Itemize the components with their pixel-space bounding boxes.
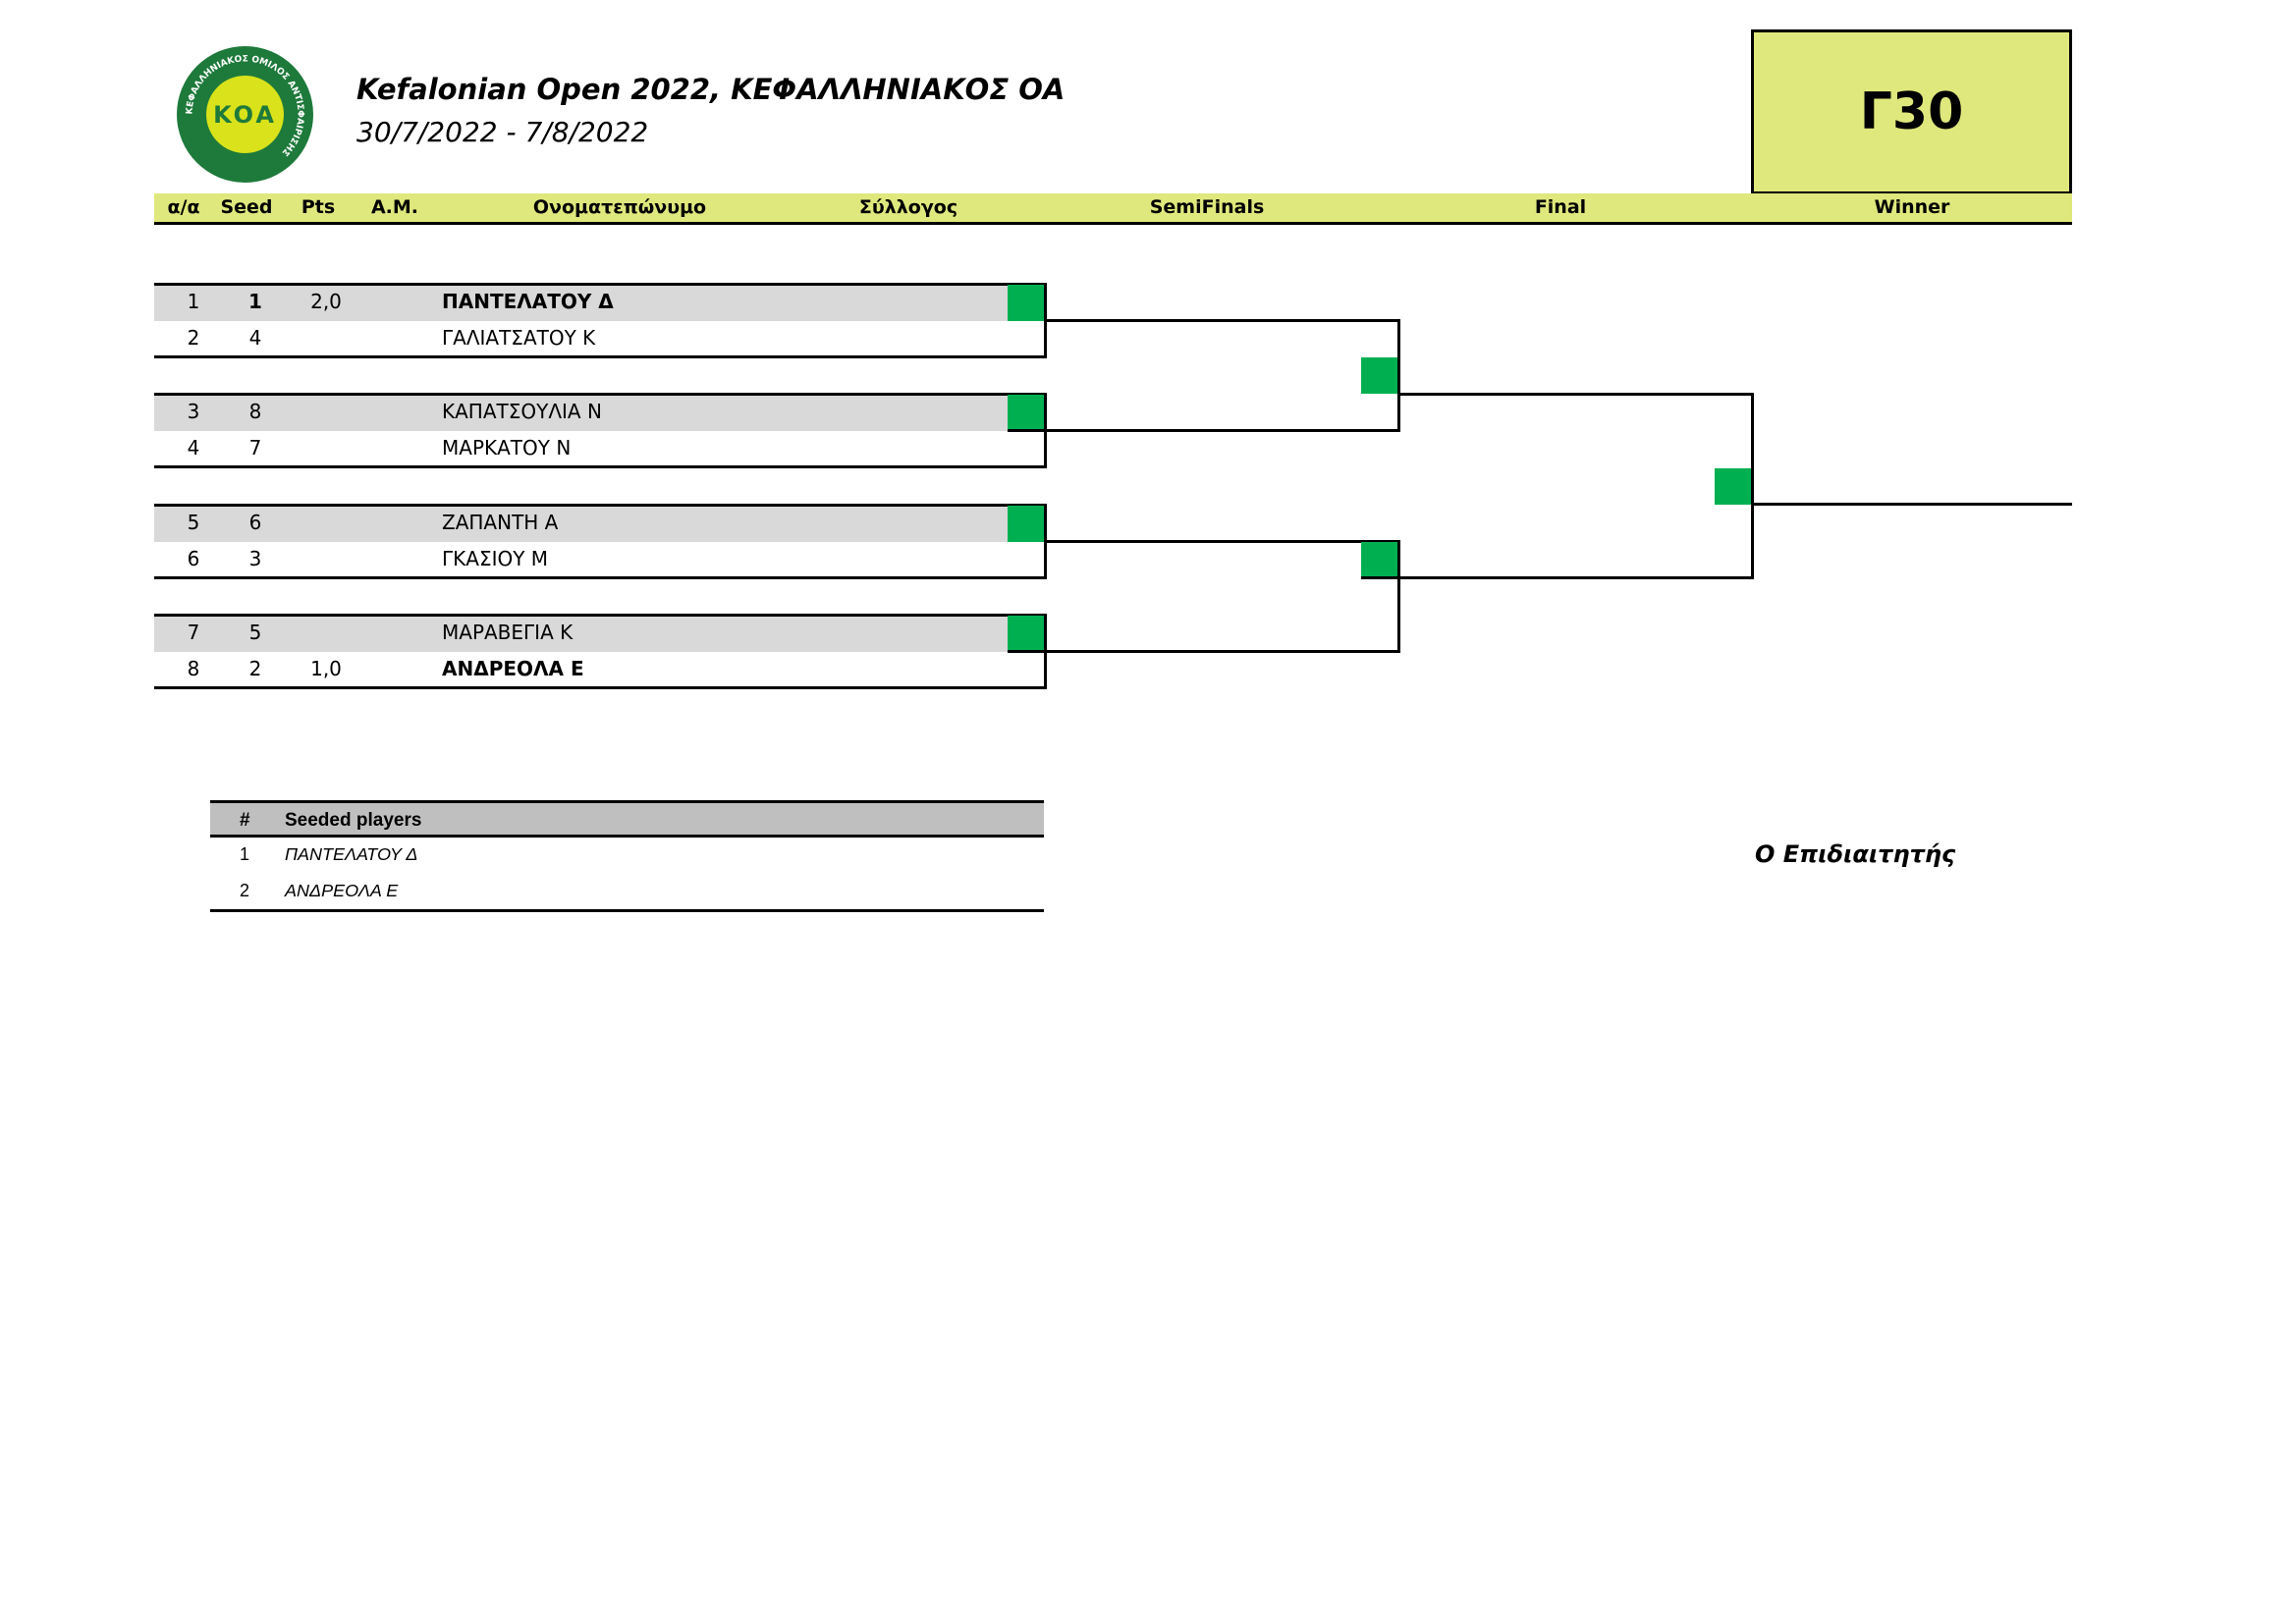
draw-seed: 3 [248,547,262,570]
match-box-r1-1 [1008,285,1044,321]
draw-player-name: ΓΑΛΙΑΤΣΑΤΟΥ Κ [442,326,596,350]
col-header-idx: α/α [167,196,200,218]
seeded-player-name: ΑΝΔΡΕΟΛΑ Ε [285,881,399,900]
draw-seed: 4 [248,326,262,350]
draw-row-5: 5 6 ΖΑΠΑΝΤΗ Α [154,506,1044,542]
draw-row-7: 7 5 ΜΑΡΑΒΕΓΙΑ Κ [154,616,1044,652]
seeded-number: 1 [240,844,250,864]
draw-idx: 7 [187,621,200,644]
seeded-row-1: 1 ΠΑΝΤΕΛΑΤΟΥ Δ [210,838,1044,874]
draw-idx: 1 [187,290,200,313]
seeded-row-2: 2 ΑΝΔΡΕΟΛΑ Ε [210,874,1044,910]
draw-seed: 1 [248,290,262,313]
draw-idx: 3 [187,400,200,423]
match-box-semi-2 [1361,542,1397,578]
draw-row-1: 1 1 2,0 ΠΑΝΤΕΛΑΤΟΥ Δ [154,285,1044,321]
draw-seed: 7 [248,436,262,460]
match-box-r1-3 [1008,506,1044,542]
col-header-name: Ονοματεπώνυμο [532,196,707,218]
col-header-club: Σύλλογος [858,196,958,218]
seeded-table-bottom-border [210,909,1044,912]
draw-seed: 8 [248,400,262,423]
match-2-top-border [154,393,1047,396]
col-header-am: Α.Μ. [370,196,419,218]
semi-1-top-line [1044,319,1400,322]
seeded-players-header: # Seeded players [210,800,1044,838]
draw-row-3: 3 8 ΚΑΠΑΤΣΟΥΛΙΑ Ν [154,395,1044,431]
col-header-winner: Winner [1874,196,1950,218]
semi-2-right-line [1397,540,1400,653]
match-box-semi-1 [1361,357,1397,394]
draw-player-name: ΜΑΡΚΑΤΟΥ Ν [442,436,572,460]
draw-player-name: ΜΑΡΑΒΕΓΙΑ Κ [442,621,574,644]
seeded-title: Seeded players [285,810,422,831]
seeded-number: 2 [240,881,250,900]
draw-row-6: 6 3 ΓΚΑΣΙΟΥ Μ [154,542,1044,578]
col-header-semifinals: SemiFinals [1149,196,1265,218]
column-header-bar: α/α Seed Pts Α.Μ. Ονοματεπώνυμο Σύλλογος… [154,193,2072,225]
category-box: Γ30 [1751,29,2072,194]
col-header-seed: Seed [220,196,273,218]
winner-line [1751,503,2072,506]
logo-text: KOA [213,100,277,129]
match-3-top-border [154,504,1047,507]
semi-2-top-line [1044,540,1400,543]
category-label: Γ30 [1859,82,1964,141]
semi-1-right-line [1397,319,1400,432]
logo-center: KOA [206,76,284,153]
draw-pts: 2,0 [310,290,342,313]
final-top-line [1397,393,1754,396]
match-3-bottom-border [154,576,1047,579]
draw-player-name: ΖΑΠΑΝΤΗ Α [442,511,559,534]
match-box-r1-2 [1008,395,1044,431]
club-logo: ΚΕΦΑΛΛΗΝΙΑΚΟΣ ΟΜΙΛΟΣ ΑΝΤΙΣΦΑΙΡΙΣΗΣ KOA [177,46,313,183]
match-box-final [1715,468,1751,505]
draw-player-name: ΠΑΝΤΕΛΑΤΟΥ Δ [442,290,614,313]
draw-idx: 8 [187,657,200,680]
referee-label: Ο Επιδιαιτητής [1755,840,1956,868]
match-1-top-border [154,283,1047,286]
draw-idx: 5 [187,511,200,534]
match-1-bottom-border [154,355,1047,358]
draw-seed: 2 [248,657,262,680]
match-2-bottom-border [154,465,1047,468]
draw-idx: 6 [187,547,200,570]
seeded-hash-label: # [240,810,250,831]
draw-seed: 6 [248,511,262,534]
semi-1-bottom-line [1008,429,1400,432]
match-4-top-border [154,614,1047,617]
draw-player-name: ΚΑΠΑΤΣΟΥΛΙΑ Ν [442,400,602,423]
col-header-final: Final [1534,196,1587,218]
final-bottom-line [1361,576,1754,579]
semi-2-bottom-line [1008,650,1400,653]
tournament-title: Kefalonian Open 2022, ΚΕΦΑΛΛΗΝΙΑΚΟΣ ΟΑ [356,73,1066,106]
draw-row-2: 2 4 ΓΑΛΙΑΤΣΑΤΟΥ Κ [154,321,1044,357]
draw-idx: 2 [187,326,200,350]
seeded-player-name: ΠΑΝΤΕΛΑΤΟΥ Δ [285,844,418,864]
draw-pts: 1,0 [310,657,342,680]
col-header-pts: Pts [301,196,336,218]
match-4-bottom-border [154,686,1047,689]
tournament-dates: 30/7/2022 - 7/8/2022 [356,116,649,148]
draw-seed: 5 [248,621,262,644]
draw-player-name: ΑΝΔΡΕΟΛΑ Ε [442,657,584,680]
draw-row-4: 4 7 ΜΑΡΚΑΤΟΥ Ν [154,431,1044,467]
final-right-line [1751,393,1754,579]
draw-idx: 4 [187,436,200,460]
draw-row-8: 8 2 1,0 ΑΝΔΡΕΟΛΑ Ε [154,652,1044,688]
draw-player-name: ΓΚΑΣΙΟΥ Μ [442,547,549,570]
match-box-r1-4 [1008,616,1044,652]
